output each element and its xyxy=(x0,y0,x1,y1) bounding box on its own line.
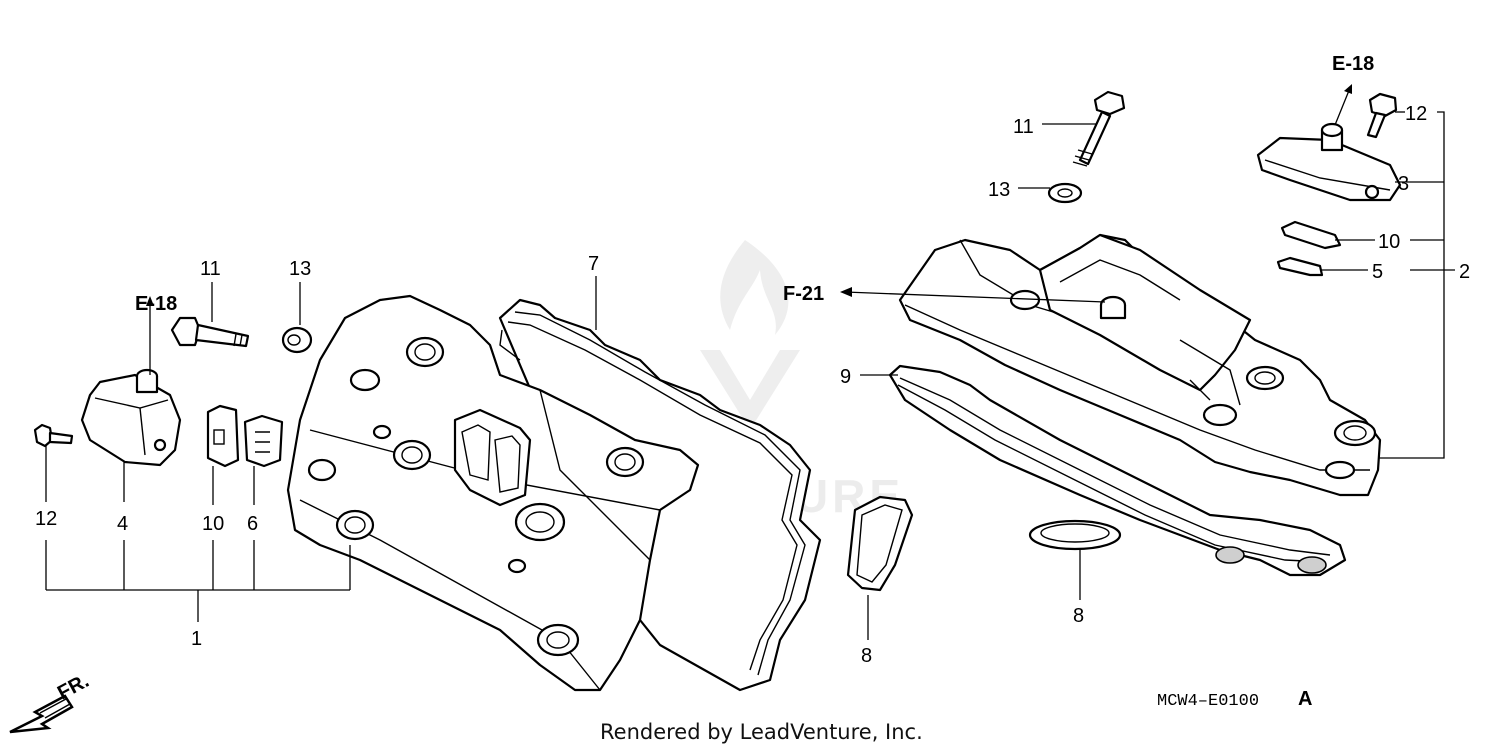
label-8-left: 8 xyxy=(861,645,872,667)
label-9: 9 xyxy=(840,366,851,388)
cylinder-head-cover-2 xyxy=(898,233,1382,497)
valve-cover-gasket-9 xyxy=(888,364,1347,577)
label-11-right: 11 xyxy=(1013,116,1034,138)
watermark-logo xyxy=(700,240,800,430)
label-7: 7 xyxy=(588,253,599,275)
label-5: 5 xyxy=(1372,261,1383,283)
bolt-11-right xyxy=(1072,90,1126,167)
bolt-12-right xyxy=(1366,92,1398,139)
label-1: 1 xyxy=(191,628,202,650)
breather-cover-4 xyxy=(80,368,182,467)
seal-5-right xyxy=(1276,256,1324,277)
label-13-right: 13 xyxy=(988,179,1010,201)
washer-13-right xyxy=(1047,182,1083,204)
label-6: 6 xyxy=(247,513,258,535)
diagram-code-suffix: A xyxy=(1298,688,1312,710)
bolt-12-left xyxy=(33,423,74,448)
gasket-8-left xyxy=(846,495,914,592)
label-10-right: 10 xyxy=(1378,231,1400,253)
front-direction-arrow xyxy=(9,694,74,734)
credit-text: Rendered by LeadVenture, Inc. xyxy=(600,720,923,744)
label-f21: F-21 xyxy=(783,283,824,305)
label-11-left: 11 xyxy=(200,258,221,280)
grommet-10-right xyxy=(1280,220,1342,250)
washer-13-left xyxy=(281,326,313,354)
breather-cover-3 xyxy=(1256,122,1402,202)
label-13-left: 13 xyxy=(289,258,311,280)
label-2: 2 xyxy=(1459,261,1470,283)
seal-6-left xyxy=(243,414,284,468)
gasket-8-right xyxy=(1028,519,1122,551)
cylinder-head-cover-1 xyxy=(286,294,700,692)
label-12-left: 12 xyxy=(35,508,57,530)
grommet-10-left xyxy=(206,404,240,468)
left-leader-lines xyxy=(45,276,869,640)
label-8-right: 8 xyxy=(1073,605,1084,627)
label-4: 4 xyxy=(117,513,128,535)
label-e18-left: E-18 xyxy=(135,293,177,315)
label-e18-right: E-18 xyxy=(1332,53,1374,75)
label-3: 3 xyxy=(1398,173,1409,195)
diagram-code: MCW4–E0100 xyxy=(1157,692,1259,711)
bolt-11-left xyxy=(170,316,250,348)
label-10-left: 10 xyxy=(202,513,224,535)
right-leader-lines xyxy=(840,84,1455,600)
label-12-right: 12 xyxy=(1405,103,1427,125)
